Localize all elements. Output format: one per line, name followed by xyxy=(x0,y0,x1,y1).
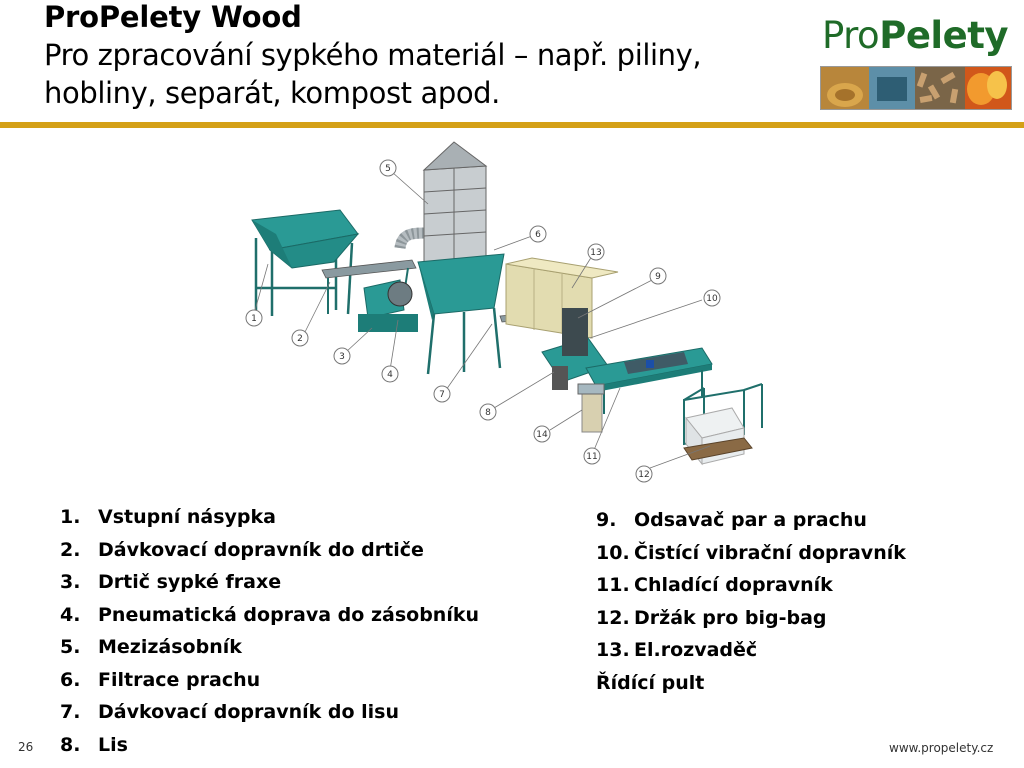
callout-10: 10 xyxy=(703,289,721,307)
slide-title: ProPelety Wood xyxy=(44,0,302,34)
list-item-number: 1. xyxy=(60,506,81,528)
list-item-number: 3. xyxy=(60,571,81,593)
svg-text:12: 12 xyxy=(638,470,649,480)
list-item: 5. Mezizásobník xyxy=(60,631,479,664)
subtitle-line-2: hobliny, separát, kompost apod. xyxy=(44,76,501,110)
list-item-label: El.rozvaděč xyxy=(634,639,758,661)
logo-photo-strip xyxy=(820,66,1012,110)
list-item-number: 6. xyxy=(60,668,81,691)
list-item-label: Čistící vibrační dopravník xyxy=(634,541,906,564)
list-item: 13.El.rozvaděč xyxy=(596,634,906,667)
list-item-number: 11. xyxy=(596,574,630,596)
list-item: Řídící pult xyxy=(596,667,906,700)
production-line-diagram: 1 2 3 4 5 6 7 8 9 10 11 12 13 14 xyxy=(232,138,772,490)
production-line-illustration: 1 2 3 4 5 6 7 8 9 10 11 12 13 14 xyxy=(245,141,763,483)
list-item: 4. Pneumatická doprava do zásobníku xyxy=(60,599,479,632)
callout-6: 6 xyxy=(529,225,547,243)
svg-text:9: 9 xyxy=(655,272,661,282)
list-item: 2. Dávkovací dopravník do drtiče xyxy=(60,534,479,567)
svg-text:1: 1 xyxy=(251,314,257,324)
list-item: 3. Drtič sypké fraxe xyxy=(60,566,479,599)
callout-5: 5 xyxy=(379,159,397,177)
list-item-number: 4. xyxy=(60,603,81,626)
callout-13: 13 xyxy=(587,243,605,261)
list-item-number: 12. xyxy=(596,606,630,629)
list-item: 1. Vstupní násypka xyxy=(60,501,479,534)
svg-text:2: 2 xyxy=(297,334,303,344)
list-item-number: 2. xyxy=(60,538,81,561)
svg-text:10: 10 xyxy=(706,294,718,304)
footer-url: www.propelety.cz xyxy=(889,741,994,755)
logo-text-pro: Pro xyxy=(822,14,880,57)
list-item-label: Lis xyxy=(98,733,128,756)
svg-text:14: 14 xyxy=(536,430,548,440)
list-item-label: Dávkovací dopravník do drtiče xyxy=(98,538,424,561)
svg-text:3: 3 xyxy=(339,352,345,362)
title-block: ProPelety Wood Pro zpracování sypkého ma… xyxy=(44,0,784,112)
list-item-label: Držák pro big-bag xyxy=(634,606,827,629)
list-item-label: Pneumatická doprava do zásobníku xyxy=(98,603,479,626)
list-item: 8. Lis xyxy=(60,729,479,762)
list-item-number: 8. xyxy=(60,733,81,756)
list-item: 12.Držák pro big-bag xyxy=(596,602,906,635)
callout-1: 1 xyxy=(245,309,263,327)
callout-9: 9 xyxy=(649,267,667,285)
callout-11: 11 xyxy=(583,447,601,465)
slide-subtitle: Pro zpracování sypkého materiál – např. … xyxy=(44,36,784,112)
propelety-logo: ProPelety xyxy=(818,14,1014,110)
page-number: 26 xyxy=(18,740,34,754)
svg-text:13: 13 xyxy=(590,248,601,258)
logo-text-pelety: Pelety xyxy=(879,14,1008,57)
logo-photo-strip-graphic xyxy=(821,67,1011,109)
component-list-left: 1. Vstupní násypka 2. Dávkovací dopravník … xyxy=(60,501,479,761)
list-item-label: Odsavač par a prachu xyxy=(634,509,867,531)
svg-text:8: 8 xyxy=(485,408,491,418)
component-list-right: 9. Odsavač par a prachu 10.Čistící vibrač… xyxy=(596,504,906,699)
list-item: 6. Filtrace prachu xyxy=(60,664,479,697)
list-item-label: Chladící dopravník xyxy=(634,574,833,596)
svg-text:6: 6 xyxy=(535,230,541,240)
list-item-number: 13. xyxy=(596,639,630,661)
callout-14: 14 xyxy=(533,425,551,443)
callout-12: 12 xyxy=(635,465,653,483)
svg-text:5: 5 xyxy=(385,164,391,174)
list-item: 10.Čistící vibrační dopravník xyxy=(596,537,906,570)
list-item-label: Mezizásobník xyxy=(98,636,242,658)
header-divider xyxy=(0,122,1024,128)
callout-2: 2 xyxy=(291,329,309,347)
list-item-label: Vstupní násypka xyxy=(98,506,276,528)
list-item-label: Drtič sypké fraxe xyxy=(98,571,282,593)
list-item: 7. Dávkovací dopravník do lisu xyxy=(60,696,479,729)
logo-wordmark: ProPelety xyxy=(822,14,1008,58)
list-item-number: 7. xyxy=(60,701,81,723)
callout-8: 8 xyxy=(479,403,497,421)
callout-3: 3 xyxy=(333,347,351,365)
subtitle-line-1: Pro zpracování sypkého materiál – např. … xyxy=(44,38,702,72)
list-item-label: Filtrace prachu xyxy=(98,668,261,691)
svg-text:4: 4 xyxy=(387,370,393,380)
svg-text:11: 11 xyxy=(586,452,597,462)
svg-text:7: 7 xyxy=(439,390,445,400)
list-item-label: Řídící pult xyxy=(596,671,705,694)
list-item: 11.Chladící dopravník xyxy=(596,569,906,602)
list-item: 9. Odsavač par a prachu xyxy=(596,504,906,537)
list-item-number: 9. xyxy=(596,509,617,531)
list-item-number: 10. xyxy=(596,541,630,564)
callout-4: 4 xyxy=(381,365,399,383)
list-item-label: Dávkovací dopravník do lisu xyxy=(98,701,400,723)
callout-7: 7 xyxy=(433,385,451,403)
list-item-number: 5. xyxy=(60,636,81,658)
